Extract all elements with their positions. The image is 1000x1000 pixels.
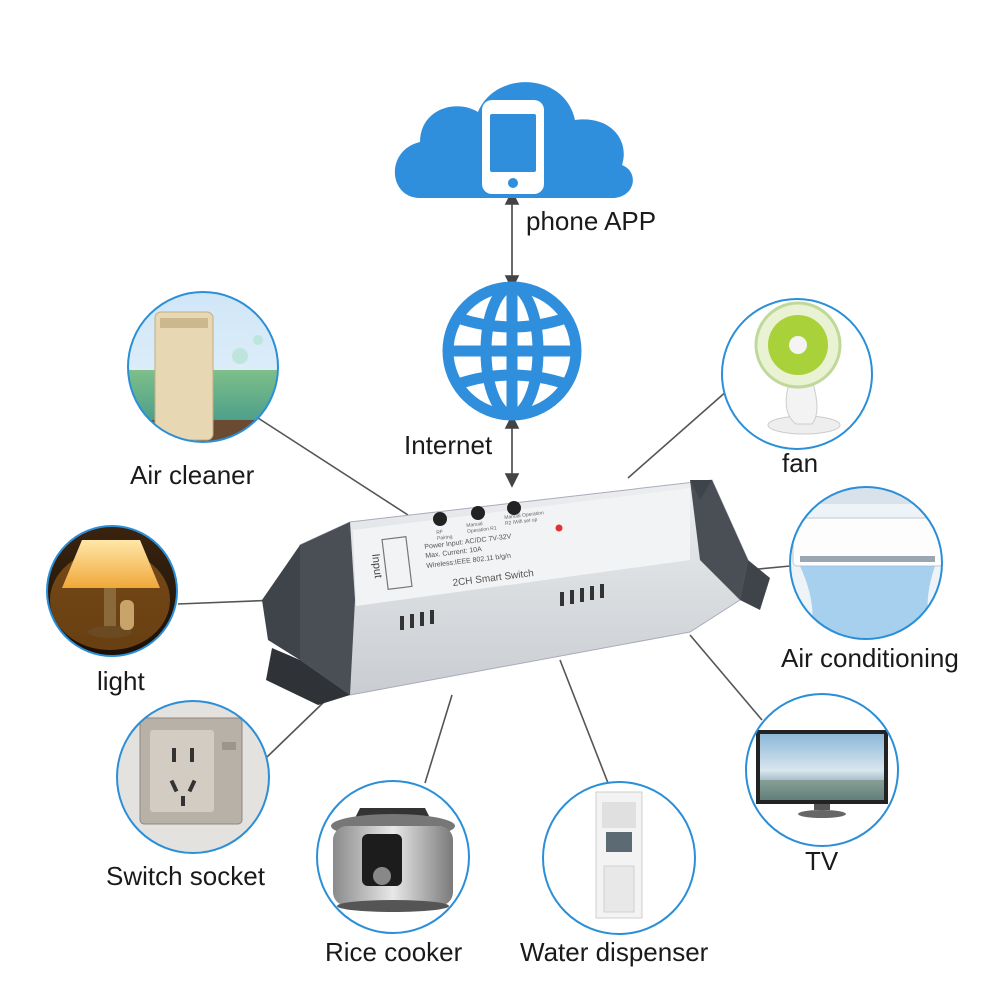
fan-label: fan — [782, 448, 819, 478]
device-led — [555, 524, 563, 532]
line-rice-cooker — [424, 694, 453, 784]
tv-circle — [745, 693, 899, 847]
air-cleaner-label: Air cleaner — [130, 460, 255, 490]
air-conditioning-label: Air conditioning — [781, 643, 959, 673]
air-conditioner-icon — [792, 517, 942, 639]
line-light — [177, 599, 279, 605]
connector-lines — [177, 389, 791, 784]
rice-cooker-circle — [316, 780, 470, 934]
fan-icon — [754, 301, 842, 435]
switch-socket-label: Switch socket — [106, 861, 265, 891]
air-cleaner-circle — [127, 291, 279, 443]
line-air-cleaner — [257, 417, 409, 516]
air-purifier-icon — [154, 311, 214, 441]
cloud-icon — [394, 82, 633, 198]
tv-label: TV — [805, 846, 839, 876]
light-circle — [46, 525, 178, 657]
line-tv — [689, 634, 763, 721]
fan-circle — [721, 298, 873, 450]
phone-icon — [482, 100, 544, 194]
water-dispenser-label: Water dispenser — [520, 937, 709, 967]
rice-cooker-label: Rice cooker — [325, 937, 463, 967]
line-water-dispenser — [559, 659, 609, 784]
internet-label: Internet — [404, 430, 493, 460]
air-conditioning-circle — [789, 486, 943, 640]
wall-socket-icon — [139, 717, 243, 825]
phone-app-label: phone APP — [526, 206, 657, 236]
arrow-internet-switch — [504, 414, 520, 488]
water-dispenser-icon — [595, 791, 643, 919]
line-fan — [627, 389, 729, 479]
line-switch-socket — [266, 699, 327, 758]
rice-cooker-icon — [331, 808, 455, 912]
water-dispenser-circle — [542, 781, 696, 935]
arrow-cloud-internet — [504, 190, 520, 290]
light-label: light — [97, 666, 145, 696]
device-button-op1 — [471, 506, 485, 520]
device-button-op2 — [507, 501, 521, 515]
smart-switch-device — [262, 479, 770, 705]
tv-icon — [756, 730, 888, 818]
switch-socket-circle — [116, 700, 270, 854]
globe-icon — [442, 281, 582, 421]
device-button-rf — [433, 512, 447, 526]
lamp-icon — [62, 540, 160, 638]
